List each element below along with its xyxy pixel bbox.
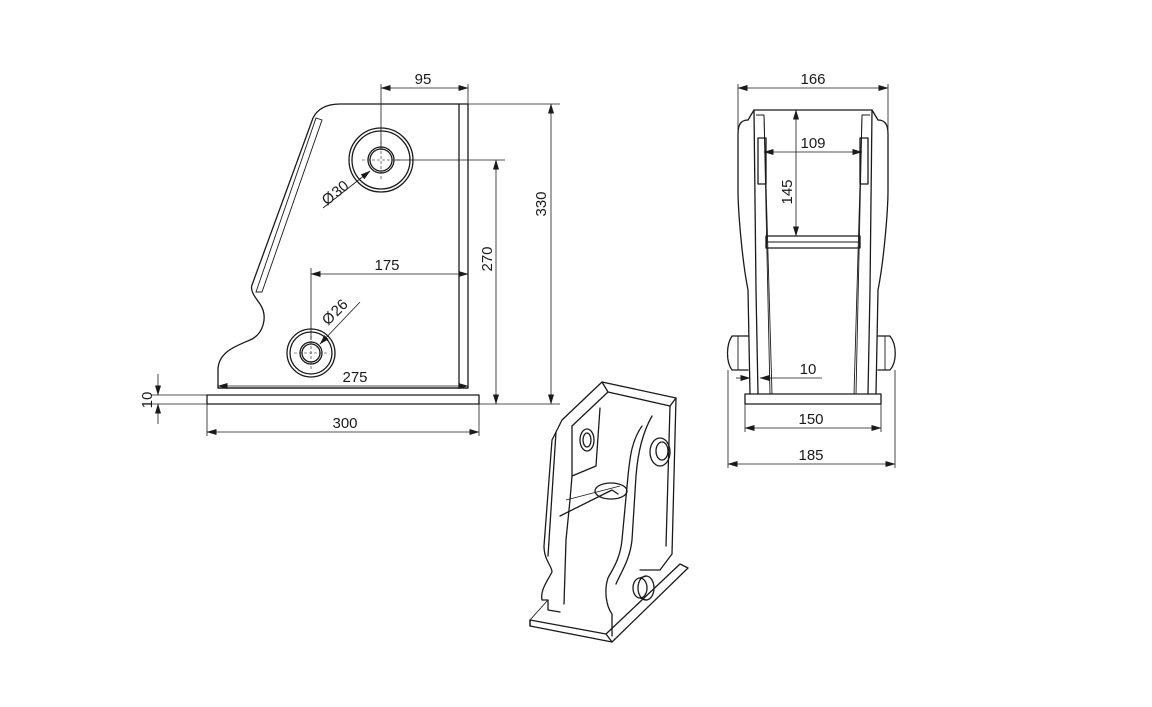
- rib-plate-outline: [217, 103, 469, 389]
- dim-275-label: 275: [342, 369, 367, 386]
- base-plate: [206, 394, 480, 405]
- right-side-plate: [875, 119, 889, 395]
- iso-inner-hole: [594, 482, 628, 500]
- dim-330-label: 330: [533, 191, 550, 216]
- iso-left-plate: [541, 419, 563, 613]
- dim-150-label: 150: [798, 411, 823, 428]
- iso-box-top: [601, 381, 677, 407]
- cross-plate: [765, 235, 861, 249]
- left-side-plate: [737, 119, 751, 395]
- dim-10-thickness-label: 10: [139, 392, 156, 409]
- right-boss: [877, 335, 896, 371]
- front-base-plate: [744, 393, 882, 405]
- side-view: 95 330 270 175 275 300 10 Ø 30: [139, 71, 560, 436]
- left-boss: [726, 335, 749, 371]
- iso-right-boss: [649, 437, 671, 467]
- dim-145-label: 145: [779, 179, 796, 204]
- dim-300-label: 300: [332, 415, 357, 432]
- isometric-view: [529, 381, 689, 643]
- iso-right-plate: [639, 397, 677, 571]
- lower-hole: [286, 328, 336, 378]
- dim-95-label: 95: [415, 71, 432, 88]
- dim-109-label: 109: [800, 135, 825, 152]
- front-view: 166 109 145 10 150 185: [726, 71, 896, 468]
- dim-270-label: 270: [479, 246, 496, 271]
- dim-185-label: 185: [798, 447, 823, 464]
- dim-175-label: 175: [374, 257, 399, 274]
- dim-10-front-label: 10: [800, 361, 817, 378]
- dim-166-label: 166: [800, 71, 825, 88]
- rib-chamfer-line: [255, 117, 323, 293]
